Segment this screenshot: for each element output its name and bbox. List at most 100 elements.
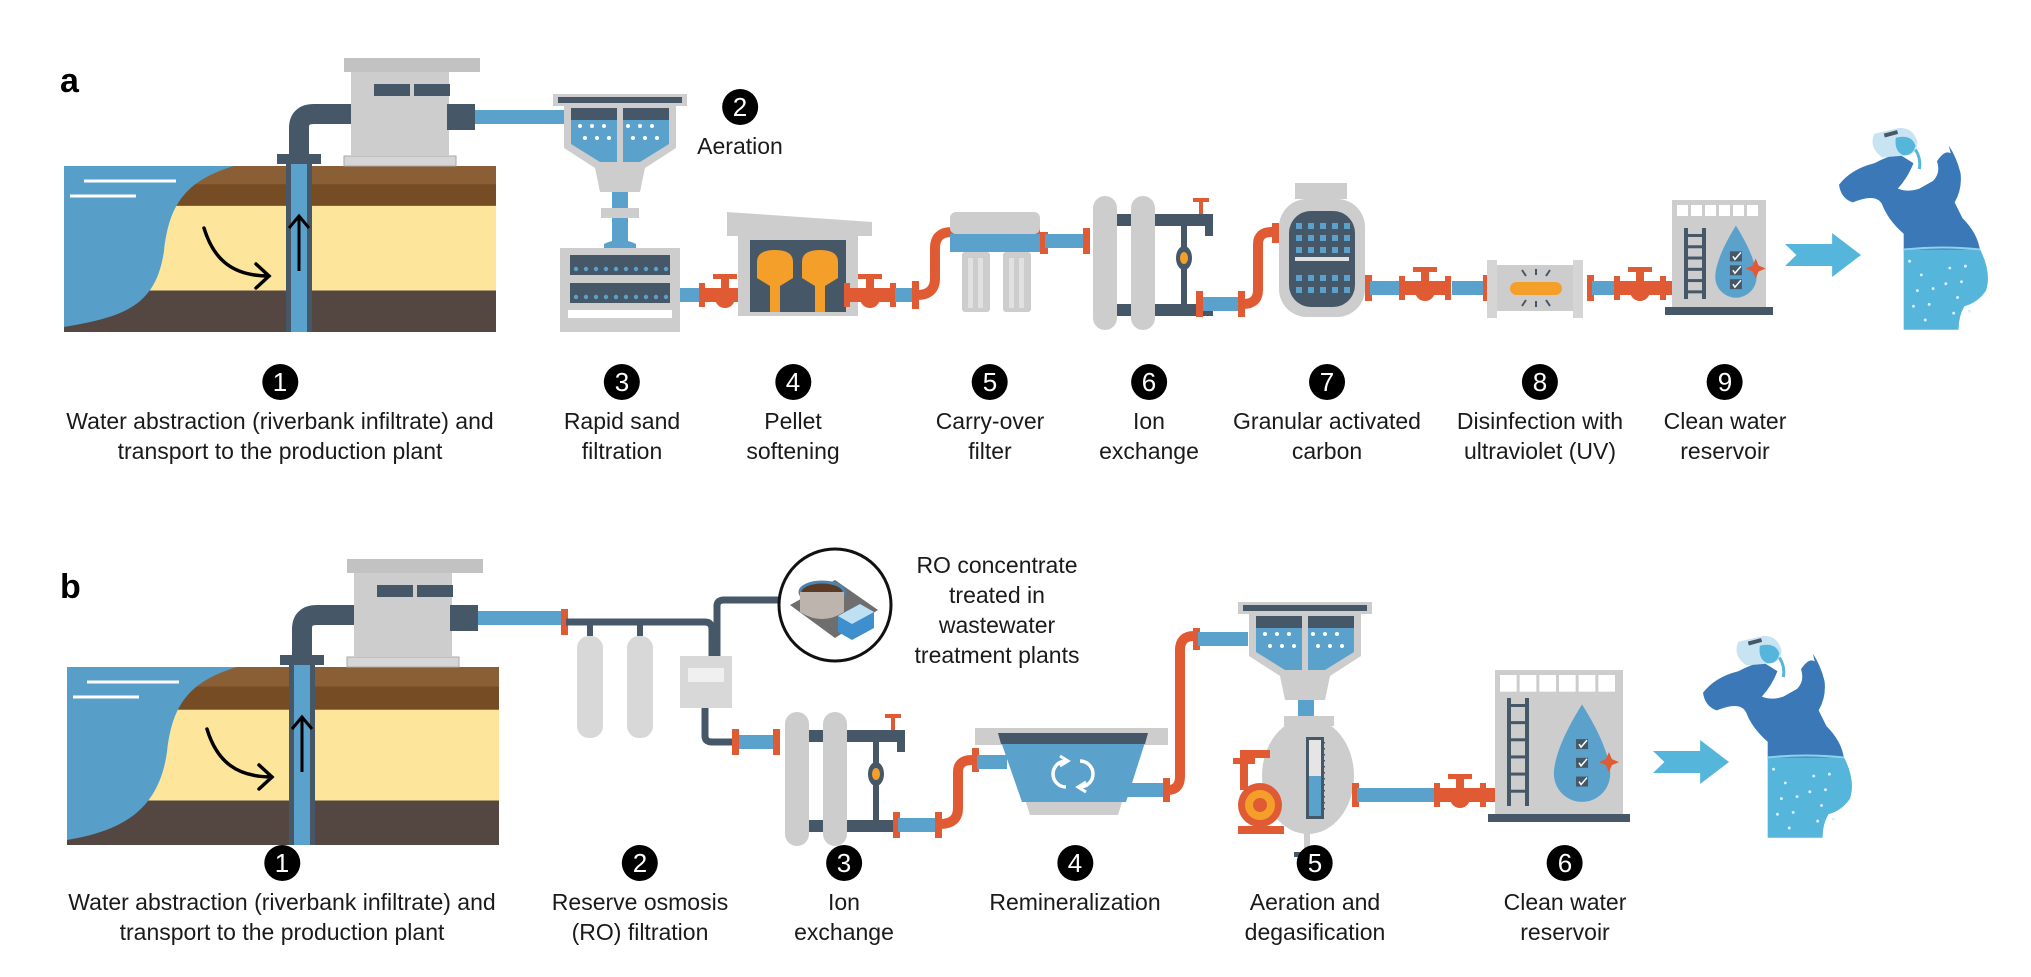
step-number-badge: 2 (621, 845, 658, 881)
pipe (939, 755, 973, 829)
step-number-badge: 5 (972, 364, 1008, 400)
pipe (1200, 297, 1240, 311)
panel-b-step-1: 1 Water abstraction (riverbank infiltrat… (68, 845, 496, 947)
step-label-line: Ion (828, 889, 860, 915)
panel-a-step-4: 4 Pellet softening (746, 364, 840, 466)
note-line: treatment plants (914, 642, 1080, 668)
panel-b-step-4: 4 Remineralization (989, 845, 1161, 917)
pump-icon (1233, 750, 1284, 834)
step-number-badge: 7 (1309, 364, 1345, 400)
pellet-softener-icon (727, 212, 872, 316)
step-number-badge: 9 (1706, 364, 1743, 400)
step-label-line: Clean water (1503, 889, 1627, 915)
arrow-right-icon (1653, 740, 1729, 784)
step-label-line: Remineralization (989, 889, 1161, 915)
step-number-badge: 8 (1522, 364, 1558, 400)
step-number-badge: 4 (1057, 845, 1093, 881)
valve-icon (1434, 774, 1486, 808)
drinking-person-icon (1839, 127, 1988, 330)
step-number-badge: 6 (1546, 845, 1583, 881)
valve-icon (1614, 267, 1666, 301)
step-label-line: transport to the production plant (119, 919, 445, 945)
arrow-right-icon (1785, 233, 1861, 277)
pipe (895, 288, 917, 302)
panel-b-step-6: 6 Clean water reservoir (1503, 845, 1627, 947)
panel-a-step-8: 8 Disinfection with ultraviolet (UV) (1457, 364, 1623, 466)
step-number-badge: 3 (826, 845, 862, 881)
step-label-line: carbon (1291, 438, 1363, 464)
step-number-badge: 3 (603, 364, 640, 400)
aeration-tank-icon (1238, 602, 1372, 700)
pump-house-icon (343, 58, 480, 167)
panel-a-step-1: 1 Water abstraction (riverbank infiltrat… (66, 364, 494, 466)
degasification-vessel-icon (1262, 716, 1354, 857)
panel-a-riverbank-scene (64, 58, 496, 332)
step-number-badge: 5 (1297, 845, 1333, 881)
step-label-line: softening (746, 438, 840, 464)
panel-b-letter: b (60, 568, 81, 606)
pipe (735, 735, 775, 749)
step-label-line: exchange (794, 919, 894, 945)
step-label-line: reservoir (1520, 919, 1610, 945)
rapid-sand-filter-icon (560, 248, 680, 332)
step-label-line: Clean water (1663, 408, 1787, 434)
clean-water-reservoir-icon (1488, 670, 1630, 822)
step-number-badge: 1 (261, 364, 298, 400)
upflow-arrow-icon (287, 213, 311, 271)
panel-a-step-2: 2 Aeration (697, 89, 783, 161)
sparkle-icon (1745, 258, 1766, 279)
pipe (1242, 227, 1273, 309)
pipe (1167, 631, 1195, 795)
pipe (916, 227, 1040, 300)
valve-icon (1399, 267, 1451, 301)
step-label-line: exchange (1099, 438, 1199, 464)
valve-icon (844, 274, 896, 308)
clean-water-reservoir-icon (1665, 200, 1773, 315)
step-label-line: Disinfection with (1456, 408, 1624, 434)
step-label-line: Granular activated (1233, 408, 1421, 434)
step-label-line: degasification (1244, 919, 1386, 945)
step-label-line: Water abstraction (riverbank infiltrate)… (66, 408, 494, 434)
drinking-person-icon (1703, 635, 1852, 838)
ro-concentrate-note: RO concentrate treated in wastewater tre… (915, 550, 1080, 670)
step-number-badge: 6 (1131, 364, 1167, 400)
pipe (1452, 281, 1490, 295)
panel-b-step-5: 5 Aeration and degasification (1244, 845, 1386, 947)
step-label-line: transport to the production plant (117, 438, 443, 464)
step-label-line: filtration (581, 438, 663, 464)
upflow-arrow-icon (290, 714, 314, 772)
ion-exchange-icon (1093, 196, 1213, 330)
panel-a-step-9: 9 Clean water reservoir (1663, 364, 1787, 466)
ion-exchange-icon (785, 712, 905, 846)
reverse-osmosis-unit-icon (566, 596, 782, 746)
step-label-line: Aeration (697, 133, 783, 159)
remineralization-basin-icon (975, 728, 1168, 815)
step-label-line: (RO) filtration (571, 919, 709, 945)
panel-a-step-6: 6 Ion exchange (1099, 364, 1199, 466)
pipe (898, 818, 938, 832)
note-line: RO concentrate (916, 552, 1078, 578)
pipe (478, 611, 565, 625)
pipe (601, 192, 639, 252)
step-label-line: Rapid sand (563, 408, 681, 434)
step-label-line: Aeration and (1249, 889, 1381, 915)
wastewater-treatment-plant-icon (777, 547, 893, 663)
step-label-line: Water abstraction (riverbank infiltrate)… (68, 889, 496, 915)
panel-b-riverbank-scene (67, 559, 499, 845)
water-drop-icon (1715, 225, 1757, 298)
infiltration-arrow-icon (205, 727, 275, 791)
step-number-badge: 2 (721, 89, 758, 125)
pipe (1357, 788, 1439, 802)
panel-a-letter: a (60, 62, 79, 100)
aeration-tank-icon (553, 94, 687, 192)
panel-a-step-7: 7 Granular activated carbon (1233, 364, 1421, 466)
step-label-line: ultraviolet (UV) (1463, 438, 1617, 464)
granular-activated-carbon-icon (1279, 183, 1365, 317)
panel-a-step-5: 5 Carry-over filter (935, 364, 1045, 466)
step-number-badge: 1 (263, 845, 300, 881)
panel-a-step-3: 3 Rapid sand filtration (564, 364, 680, 466)
pipe (1198, 632, 1248, 646)
step-label-line: Carry-over (935, 408, 1045, 434)
cycle-icon (1051, 759, 1095, 789)
